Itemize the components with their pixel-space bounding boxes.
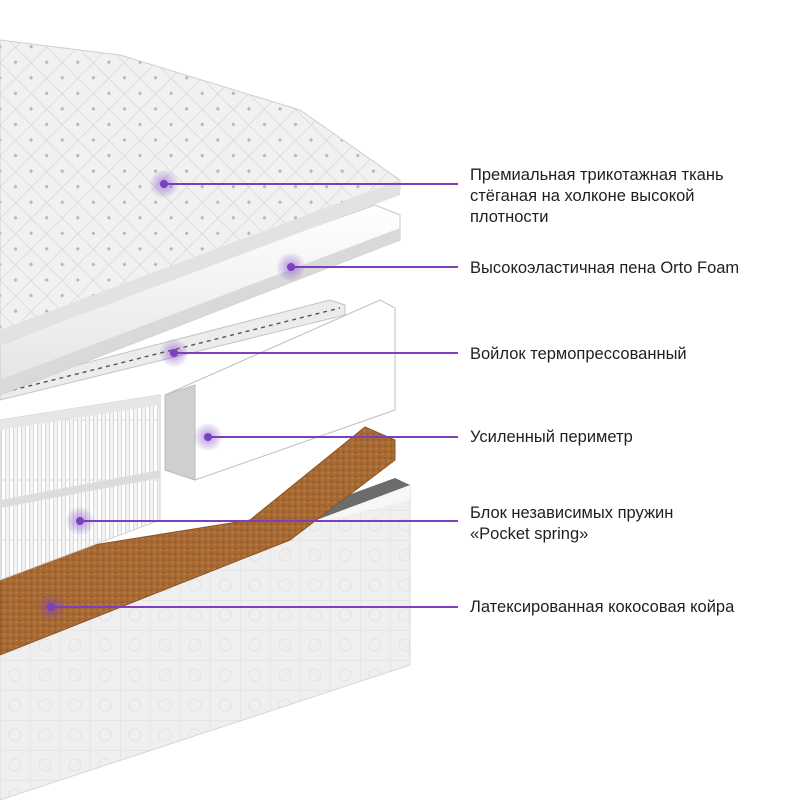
callout-dot-felt (160, 339, 188, 367)
label-perimeter: Усиленный периметр (470, 427, 790, 448)
callout-dot-pocket-spring (66, 507, 94, 535)
callout-dot-orto-foam (277, 253, 305, 281)
callout-dot-coconut-coir (37, 593, 65, 621)
label-knit-fabric: Премиальная трикотажная ткань стёганая н… (470, 165, 790, 228)
label-orto-foam: Высокоэластичная пена Orto Foam (470, 258, 790, 279)
label-pocket-spring: Блок независимых пружин «Pocket spring» (470, 503, 790, 545)
label-felt: Войлок термопрессованный (470, 344, 790, 365)
callout-dot-perimeter (194, 423, 222, 451)
callout-dot-knit-fabric (150, 170, 178, 198)
label-coconut-coir: Латексированная кокосовая койра (470, 597, 790, 618)
